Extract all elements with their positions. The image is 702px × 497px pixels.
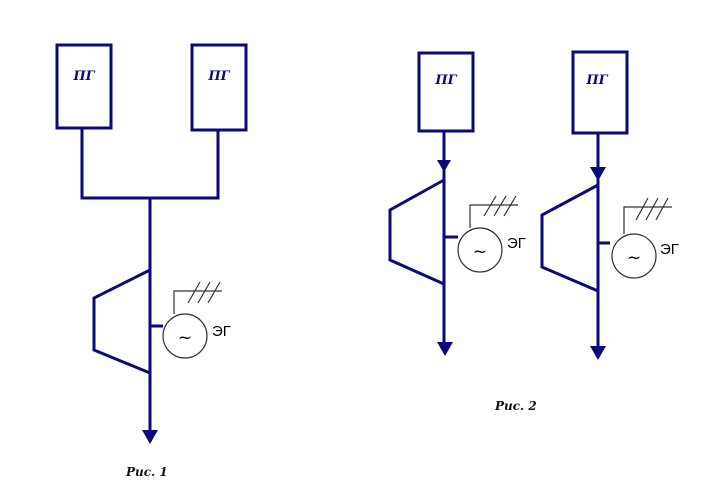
generator-label: ЭГ	[660, 241, 679, 258]
three-phase-output-icon	[173, 281, 222, 314]
figure-1: ПГ ПГ ~ ЭГ Рис. 1	[55, 43, 248, 479]
three-phase-output-icon	[623, 197, 672, 234]
generator-tilde-symbol: ~	[178, 328, 192, 348]
turbine-symbol	[540, 183, 599, 293]
flow-arrow-icon	[590, 346, 606, 360]
figure-1-caption: Рис. 1	[125, 465, 168, 479]
steam-generator-label: ПГ	[434, 73, 457, 88]
figure-2-caption: Рис. 2	[494, 399, 537, 413]
flow-arrow-icon	[142, 430, 158, 444]
figure-2-unit-left: ПГ ~ ЭГ	[388, 51, 526, 356]
generator-tilde-symbol: ~	[473, 242, 487, 262]
steam-generator-label: ПГ	[72, 69, 95, 84]
flow-arrow-icon	[437, 342, 453, 356]
electric-generator: ~	[457, 227, 503, 273]
steam-collector-pipe	[80, 128, 220, 200]
turbine-symbol	[92, 268, 151, 375]
steam-generator-box-left: ПГ	[417, 51, 475, 133]
steam-generator-box-right: ПГ	[190, 43, 248, 132]
electric-generator: ~	[611, 233, 657, 279]
electric-generator: ~	[162, 313, 208, 359]
three-phase-output-icon	[469, 195, 518, 228]
generator-label: ЭГ	[212, 323, 231, 340]
flow-arrow-icon	[437, 160, 451, 172]
flow-arrow-icon	[590, 167, 606, 181]
generator-label: ЭГ	[507, 235, 526, 252]
steam-generator-box-right: ПГ	[571, 50, 629, 135]
steam-generator-box-left: ПГ	[55, 43, 113, 130]
generator-tilde-symbol: ~	[627, 248, 641, 268]
figure-2-unit-right: ПГ ~ ЭГ	[540, 50, 679, 360]
steam-generator-label: ПГ	[585, 73, 608, 88]
turbine-symbol	[388, 178, 445, 286]
steam-generator-label: ПГ	[207, 69, 230, 84]
